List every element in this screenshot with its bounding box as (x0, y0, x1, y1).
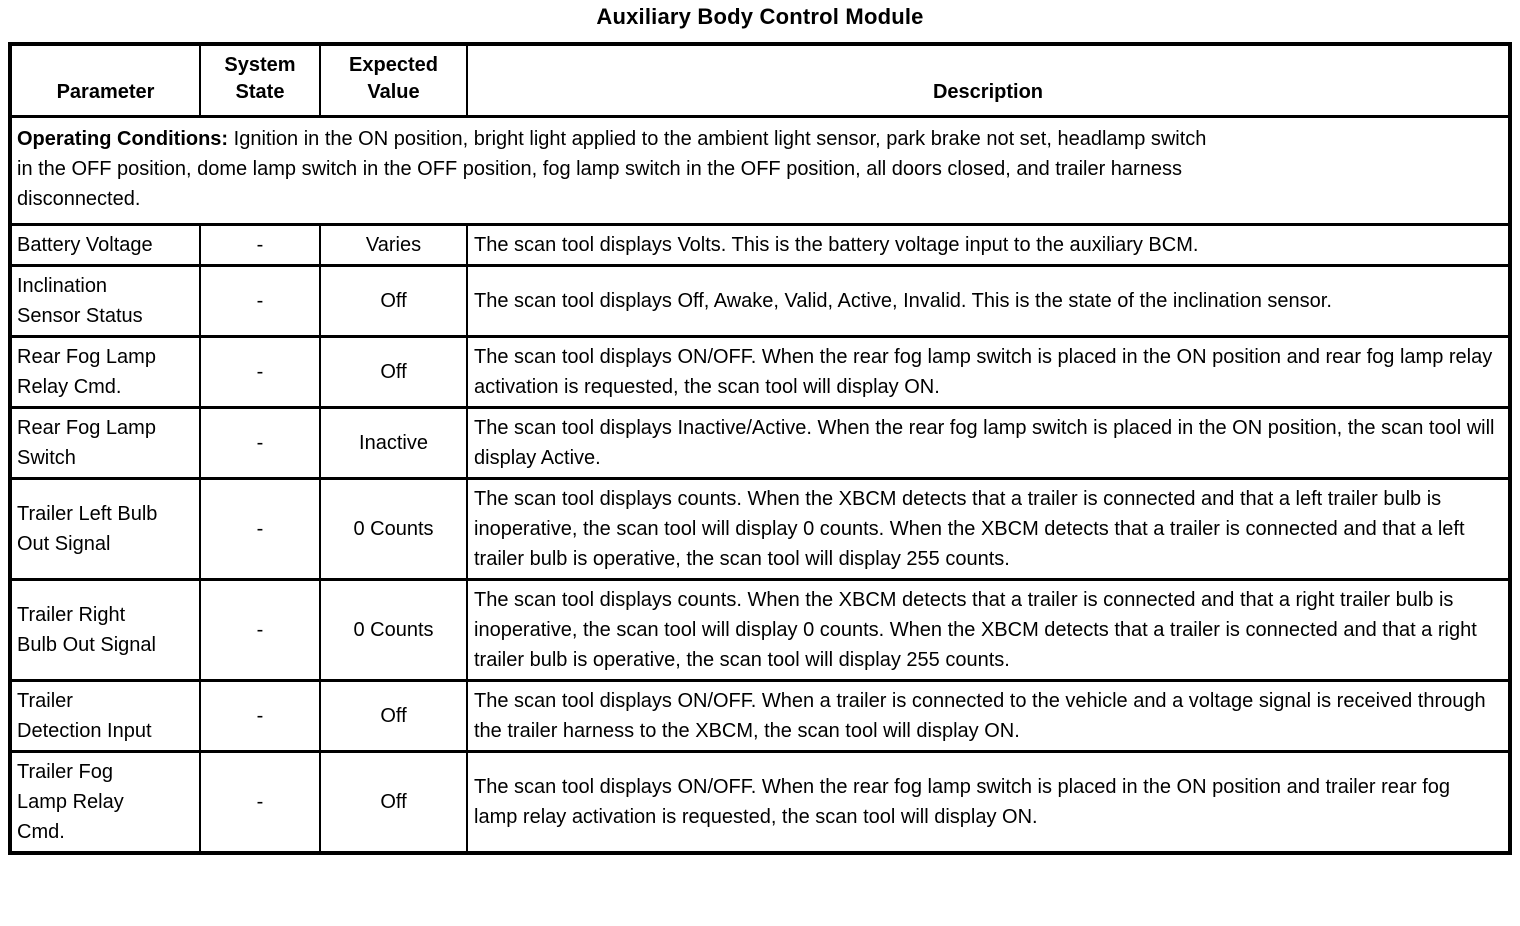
parameter-cell: Trailer Fog Lamp Relay Cmd. (9, 750, 201, 855)
operating-conditions-text: Ignition in the ON position, bright ligh… (17, 128, 1207, 210)
system-state-cell: - (199, 264, 321, 338)
system-state-cell: - (199, 578, 321, 682)
column-header-expected-value: Expected Value (319, 42, 468, 118)
description-cell: The scan tool displays ON/OFF. When the … (466, 750, 1511, 855)
expected-value-cell: 0 Counts (319, 477, 468, 581)
description-cell: The scan tool displays ON/OFF. When the … (466, 335, 1511, 409)
expected-value-cell: Off (319, 750, 468, 855)
operating-conditions-cell: Operating Conditions: Ignition in the ON… (9, 115, 1511, 226)
description-cell: The scan tool displays Off, Awake, Valid… (466, 264, 1511, 338)
system-state-cell: - (199, 335, 321, 409)
description-cell: The scan tool displays ON/OFF. When a tr… (466, 679, 1511, 753)
table-row: Battery Voltage - Varies The scan tool d… (9, 223, 1511, 267)
table-row: Rear Fog Lamp Switch - Inactive The scan… (9, 406, 1511, 480)
table-row: Trailer Fog Lamp Relay Cmd. - Off The sc… (9, 750, 1511, 855)
expected-value-cell: Off (319, 679, 468, 753)
expected-value-cell: Varies (319, 223, 468, 267)
table-row: Rear Fog Lamp Relay Cmd. - Off The scan … (9, 335, 1511, 409)
header-row: Parameter System State Expected Value De… (9, 42, 1511, 118)
description-cell: The scan tool displays Inactive/Active. … (466, 406, 1511, 480)
expected-value-cell: Inactive (319, 406, 468, 480)
parameter-cell: Rear Fog Lamp Relay Cmd. (9, 335, 201, 409)
operating-conditions-label: Operating Conditions: (17, 128, 229, 150)
parameters-table: Parameter System State Expected Value De… (8, 42, 1512, 855)
parameter-cell: Trailer Detection Input (9, 679, 201, 753)
table-row: Trailer Left Bulb Out Signal - 0 Counts … (9, 477, 1511, 581)
system-state-cell: - (199, 406, 321, 480)
description-cell: The scan tool displays counts. When the … (466, 477, 1511, 581)
system-state-cell: - (199, 223, 321, 267)
table-row: Inclination Sensor Status - Off The scan… (9, 264, 1511, 338)
column-header-system-state: System State (199, 42, 321, 118)
expected-value-cell: Off (319, 335, 468, 409)
parameter-cell: Battery Voltage (9, 223, 201, 267)
parameter-cell: Rear Fog Lamp Switch (9, 406, 201, 480)
parameter-cell: Trailer Right Bulb Out Signal (9, 578, 201, 682)
column-header-description: Description (466, 42, 1511, 118)
expected-value-cell: Off (319, 264, 468, 338)
parameter-cell: Inclination Sensor Status (9, 264, 201, 338)
parameter-cell: Trailer Left Bulb Out Signal (9, 477, 201, 581)
page-title: Auxiliary Body Control Module (596, 4, 924, 29)
table-row: Trailer Detection Input - Off The scan t… (9, 679, 1511, 753)
system-state-cell: - (199, 679, 321, 753)
system-state-cell: - (199, 750, 321, 855)
description-cell: The scan tool displays counts. When the … (466, 578, 1511, 682)
table-row: Trailer Right Bulb Out Signal - 0 Counts… (9, 578, 1511, 682)
column-header-parameter: Parameter (9, 42, 201, 118)
operating-conditions-row: Operating Conditions: Ignition in the ON… (9, 115, 1511, 226)
description-cell: The scan tool displays Volts. This is th… (466, 223, 1511, 267)
system-state-cell: - (199, 477, 321, 581)
expected-value-cell: 0 Counts (319, 578, 468, 682)
